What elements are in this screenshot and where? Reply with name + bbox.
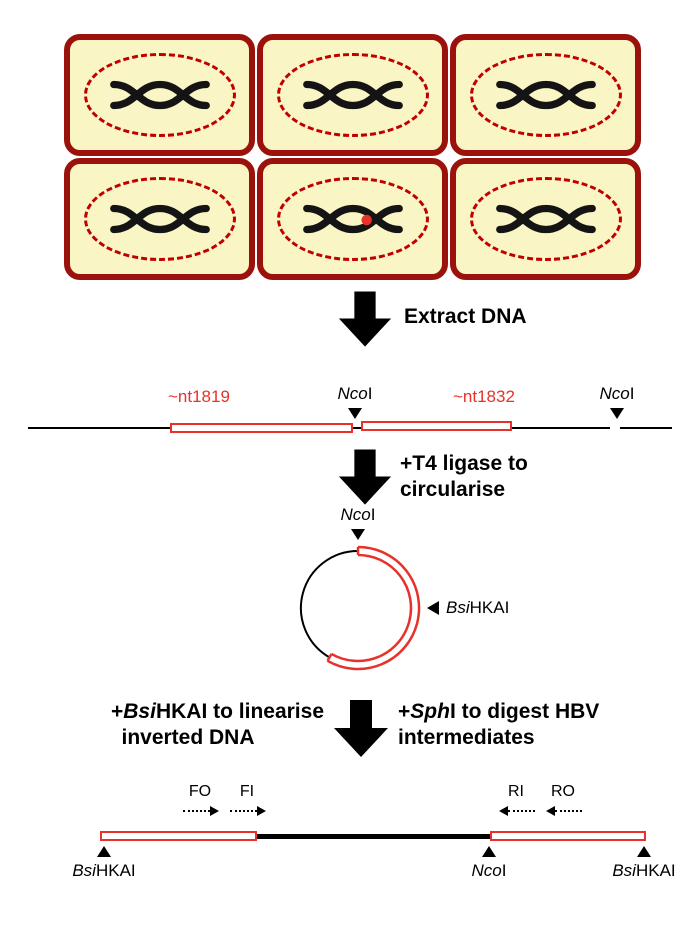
primer-fi-label: FI xyxy=(239,783,255,800)
supercoiled-dna-icon xyxy=(302,80,403,110)
step-bsihkai-label-line2: inverted DNA xyxy=(121,726,255,749)
primer-ri-label: RI xyxy=(508,783,524,800)
plus-sign: + xyxy=(111,700,124,723)
bsihkai-site-marker-icon xyxy=(97,846,111,857)
down-arrow-icon xyxy=(338,449,392,505)
dna-line-right xyxy=(620,427,672,429)
nucleus-dashed-ellipse xyxy=(276,177,429,261)
step-ligase-label-line2: circularise xyxy=(400,478,506,501)
nucleus-dashed-ellipse xyxy=(83,177,236,261)
ncoi-label: NcoI xyxy=(587,384,647,404)
cell xyxy=(450,158,641,280)
ncoi-site-marker-icon xyxy=(351,529,365,540)
sphi-label-italic: Sph xyxy=(410,700,450,723)
supercoiled-dna-icon xyxy=(109,204,210,234)
nucleus-dashed-ellipse xyxy=(469,53,622,137)
step-ligase-label-line1: +T4 ligase to xyxy=(400,452,528,475)
cell xyxy=(64,158,255,280)
cell xyxy=(450,34,641,156)
bsihkai-site-marker-icon xyxy=(637,846,651,857)
hbv-region-left xyxy=(170,423,353,433)
circle-ncoi-label: NcoI xyxy=(326,505,390,525)
down-arrow-icon xyxy=(334,700,388,757)
step-sphi-rest: I to digest HBV xyxy=(449,700,600,723)
hbv-region-right xyxy=(361,421,512,431)
nt1819-label: ~nt1819 xyxy=(168,387,230,406)
step-bsihkai-label-line1: +BsiHKAI to linearise xyxy=(52,700,324,724)
ncoi-label-regular: I xyxy=(501,861,507,880)
bsihkai-label: BsiHKAI xyxy=(594,861,694,881)
nucleus-dashed-ellipse xyxy=(83,53,236,137)
step-sphi-label-line1: +SphI to digest HBV xyxy=(398,700,599,724)
bsihkai-label-regular: HKAI xyxy=(469,598,510,617)
inverted-dna-segment xyxy=(257,834,490,839)
cell xyxy=(64,34,255,156)
nucleus-dashed-ellipse xyxy=(469,177,622,261)
primer-ro-arrow-icon xyxy=(546,806,582,816)
circular-dna-diagram xyxy=(299,545,421,671)
bsihkai-label: BsiHKAI xyxy=(446,598,509,618)
ncoi-site-marker-icon xyxy=(482,846,496,857)
ncoi-site-marker-icon xyxy=(610,408,624,419)
ncoi-label-regular: I xyxy=(629,384,635,403)
cell xyxy=(257,34,448,156)
step-bsihkai-rest: HKAI to linearise xyxy=(155,700,324,723)
bsihkai-label-italic: Bsi xyxy=(446,598,470,617)
primer-fo-arrow-icon xyxy=(183,806,219,816)
down-arrow-icon xyxy=(338,291,392,347)
step-sphi-label-line2: intermediates xyxy=(398,726,535,749)
supercoiled-dna-mutated-icon xyxy=(302,204,403,234)
supercoiled-dna-icon xyxy=(109,80,210,110)
bsihkai-label-regular: HKAI xyxy=(95,861,136,880)
nucleus-dashed-ellipse xyxy=(276,53,429,137)
hbv-region-left xyxy=(100,831,257,841)
ncoi-label: NcoI xyxy=(325,384,385,404)
bsihkai-label-italic: Bsi xyxy=(72,861,96,880)
bsihkai-label-regular: HKAI xyxy=(635,861,676,880)
supercoiled-dna-icon xyxy=(495,204,596,234)
cell-with-mutation xyxy=(257,158,448,280)
ncoi-label-italic: Nco xyxy=(337,384,368,403)
supercoiled-dna-icon xyxy=(495,80,596,110)
ncoi-label-italic: Nco xyxy=(599,384,630,403)
ncoi-label-regular: I xyxy=(370,505,376,524)
bsihkai-label: BsiHKAI xyxy=(54,861,154,881)
primer-ro-label: RO xyxy=(551,783,575,800)
nt1832-label: ~nt1832 xyxy=(453,387,515,406)
ncoi-site-marker-icon xyxy=(348,408,362,419)
primer-ri-arrow-icon xyxy=(499,806,535,816)
bsihkai-label-italic: Bsi xyxy=(612,861,636,880)
hbv-region-right xyxy=(490,831,646,841)
ncoi-label-italic: Nco xyxy=(340,505,371,524)
plus-sign: + xyxy=(398,700,411,723)
bsihkai-label-italic: Bsi xyxy=(123,700,156,723)
step-extract-label: Extract DNA xyxy=(404,305,527,328)
cell-grid xyxy=(64,34,641,280)
mutation-dot xyxy=(360,214,372,226)
primer-fi-arrow-icon xyxy=(230,806,266,816)
ncoi-label: NcoI xyxy=(454,861,524,881)
ncoi-label-italic: Nco xyxy=(471,861,502,880)
ncoi-label-regular: I xyxy=(367,384,373,403)
bsihkai-site-marker-icon xyxy=(427,601,439,615)
primer-fo-label: FO xyxy=(188,783,212,800)
